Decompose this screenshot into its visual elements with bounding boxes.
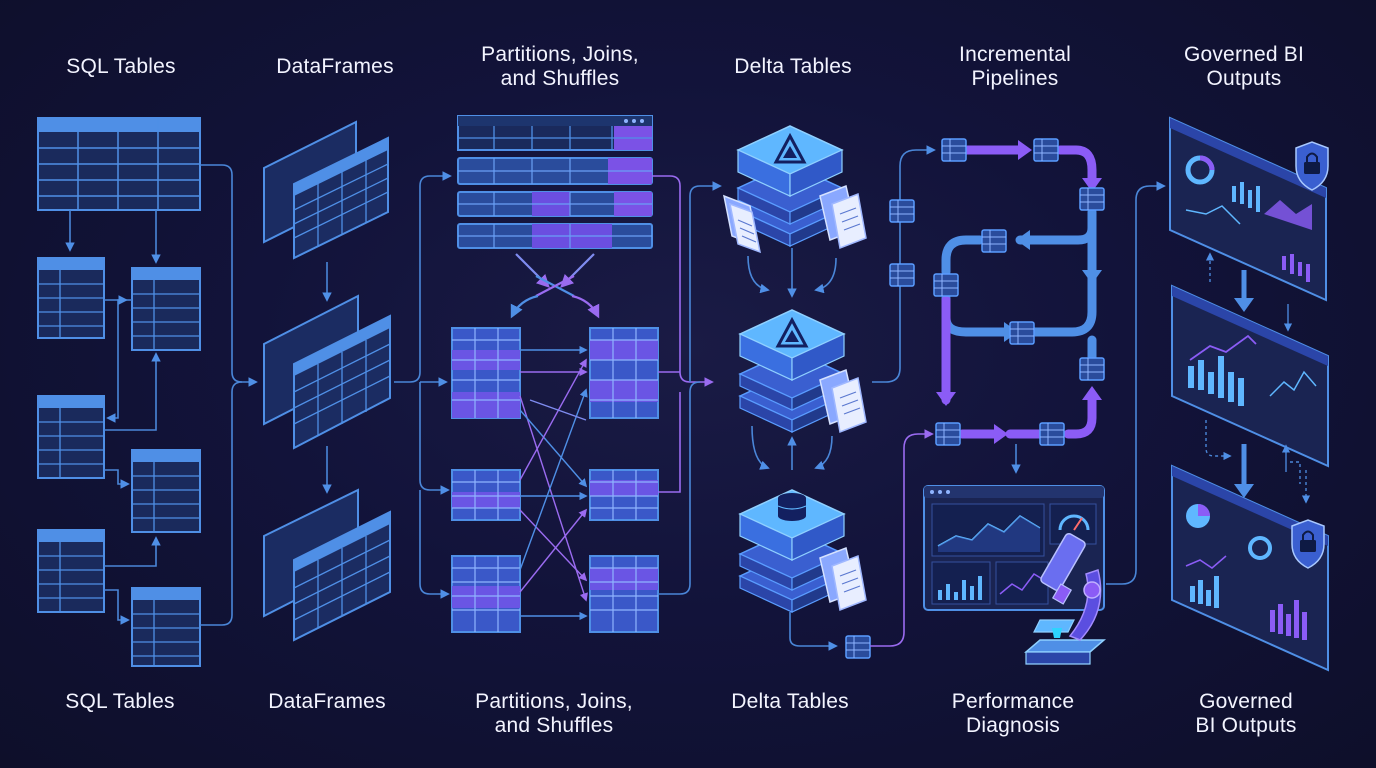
spreadsheet-icon: [263, 294, 391, 450]
server-stack-icon: [738, 489, 846, 613]
dashboard-icon: [1171, 284, 1329, 468]
bottom-label-performance: Performance Diagnosis: [952, 690, 1074, 738]
table-icon: [131, 449, 201, 533]
table-icon: [457, 157, 653, 185]
dashboard-icon: [1169, 116, 1327, 302]
bottom-label-performance-line-1: Performance: [951, 690, 1075, 713]
incremental-pipeline-group: [923, 138, 1166, 665]
governed-bi-group: [1169, 116, 1329, 672]
table-icon: [933, 273, 959, 297]
partitions-group: [451, 115, 722, 633]
table-icon: [131, 267, 201, 351]
bottom-label-governed-bi-line-1: Governed: [1199, 690, 1293, 713]
table-icon: [589, 469, 659, 521]
table-icon: [935, 422, 961, 446]
microscope-icon: [1023, 532, 1107, 665]
table-icon: [589, 555, 659, 633]
bottom-label-governed-bi-line-2: BI Outputs: [1195, 714, 1297, 737]
top-label-partitions: Partitions, Joins, and Shuffles: [481, 43, 639, 91]
bottom-label-partitions: Partitions, Joins, and Shuffles: [475, 690, 633, 738]
bi-connectors: [1205, 252, 1311, 504]
table-icon: [941, 138, 967, 162]
delta-to-pipeline-connector: [870, 429, 934, 647]
bottom-label-partitions-line-2: and Shuffles: [494, 714, 614, 737]
pipeline-nodes: [933, 138, 1105, 446]
top-label-governed-bi: Governed BI Outputs: [1184, 43, 1304, 91]
table-icon: [1009, 321, 1035, 345]
delta-logo-icon: [773, 132, 807, 164]
table-icon: [889, 199, 915, 223]
dataframe-connectors: [322, 171, 452, 599]
table-icon: [451, 327, 521, 419]
table-icon: [589, 327, 659, 419]
diagnosis-to-bi-connector: [1106, 181, 1166, 585]
table-icon: [1079, 357, 1105, 381]
document-icon: [819, 184, 867, 250]
top-label-incremental: Incremental Pipelines: [959, 43, 1071, 91]
bottom-label-delta-tables: Delta Tables: [731, 690, 849, 714]
top-label-partitions-line-2: and Shuffles: [500, 67, 620, 90]
sql-connectors: [65, 164, 258, 626]
top-label-dataframes-line-1: DataFrames: [276, 55, 394, 78]
table-icon: [37, 395, 105, 479]
table-icon: [37, 257, 105, 339]
bottom-label-sql-tables: SQL Tables: [65, 690, 174, 714]
shuffle-lines: [519, 345, 588, 621]
bottom-label-sql-tables-line-1: SQL Tables: [65, 690, 175, 713]
table-icon: [1039, 422, 1065, 446]
table-icon: [845, 635, 871, 659]
database-icon: [777, 493, 807, 521]
top-label-incremental-line-1: Incremental: [959, 43, 1071, 66]
bottom-label-performance-line-2: Diagnosis: [965, 714, 1061, 737]
delta-logo-icon: [775, 316, 809, 348]
table-icon: [37, 117, 201, 211]
document-icon: [819, 368, 867, 434]
lock-shield-icon: [1291, 519, 1325, 569]
top-label-sql-tables-line-1: SQL Tables: [66, 55, 176, 78]
top-label-governed-bi-line-2: Outputs: [1206, 67, 1282, 90]
bottom-label-partitions-line-1: Partitions, Joins,: [475, 690, 633, 713]
dashboard-icon: [1171, 464, 1329, 672]
bottom-label-dataframes-line-1: DataFrames: [268, 690, 386, 713]
top-label-delta-tables-line-1: Delta Tables: [734, 55, 852, 78]
table-icon: [1033, 138, 1059, 162]
top-label-partitions-line-1: Partitions, Joins,: [481, 43, 639, 66]
document-icon: [819, 546, 867, 612]
delta-group: [722, 125, 936, 659]
table-icon: [457, 115, 653, 151]
shuffle-icon: [510, 253, 600, 319]
bottom-label-governed-bi: Governed BI Outputs: [1195, 690, 1296, 738]
document-icon: [722, 194, 761, 254]
partition-grids: [451, 327, 659, 633]
table-icon: [131, 587, 201, 667]
server-stack-icon: [738, 309, 846, 433]
top-label-governed-bi-line-1: Governed BI: [1183, 43, 1305, 66]
top-label-incremental-line-2: Pipelines: [971, 67, 1059, 90]
bottom-label-dataframes: DataFrames: [268, 690, 386, 714]
sql-tables-group: [37, 117, 258, 667]
table-icon: [451, 555, 521, 633]
top-label-sql-tables: SQL Tables: [66, 55, 175, 79]
pipeline-arrowheads: [936, 140, 1102, 444]
table-icon: [457, 191, 653, 217]
spreadsheet-icon: [263, 120, 389, 260]
spreadsheet-icon: [263, 488, 391, 642]
partition-connectors: [652, 175, 722, 595]
table-icon: [981, 229, 1007, 253]
pipeline-loop: [941, 145, 1097, 439]
lock-shield-icon: [1295, 141, 1329, 191]
dataframes-group: [263, 120, 452, 642]
table-icon: [1079, 187, 1105, 211]
top-label-dataframes: DataFrames: [276, 55, 394, 79]
bottom-label-delta-tables-line-1: Delta Tables: [731, 690, 849, 713]
table-icon: [451, 469, 521, 521]
table-icon: [889, 263, 915, 287]
top-label-delta-tables: Delta Tables: [734, 55, 852, 79]
table-icon: [37, 529, 105, 613]
table-icon: [457, 223, 653, 249]
